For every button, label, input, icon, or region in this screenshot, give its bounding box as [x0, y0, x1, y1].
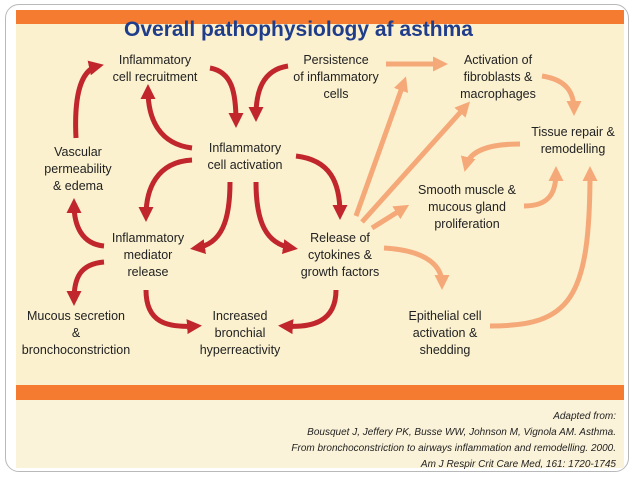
middle-accent-bar	[16, 385, 624, 400]
node-inflammatory-cell-activation: Inflammatory cell activation	[207, 141, 283, 172]
arrow-vascular-to-recruitment	[73, 60, 104, 139]
citation: Adapted from: Bousquet J, Jeffery PK, Bu…	[216, 409, 616, 473]
node-inflammatory-cell-recruitment: Inflammatory cell recruitment	[112, 53, 198, 84]
arrow-cytokines-to-persistence	[353, 76, 409, 217]
arrow-mediator-to-mucous	[66, 259, 105, 306]
node-tissue-repair: Tissue repair & remodelling	[531, 125, 615, 156]
arrow-cytokines-to-epithelial	[383, 245, 450, 290]
node-activation-of-fibroblasts: Activation of fibroblasts & macrophages	[460, 53, 536, 101]
arrow-activation-to-mediator-down	[190, 181, 233, 255]
arrow-cytokines-to-smooth-muscle	[370, 204, 410, 231]
arrow-activation-to-cytokines-down	[253, 181, 298, 255]
arrow-persistence-to-activation	[248, 63, 289, 122]
citation-panel	[16, 400, 624, 468]
arrow-epithelial-to-tissue-repair	[489, 166, 598, 329]
node-release-of-cytokines: Release of cytokines & growth factors	[300, 231, 380, 279]
citation-line-4: Am J Respir Crit Care Med, 161: 1720-174…	[420, 459, 616, 470]
arrow-activation-to-recruitment	[140, 84, 193, 151]
arrow-smooth-muscle-to-tissue-repair	[523, 166, 564, 209]
arrow-cytokines-to-fibroblasts	[360, 101, 471, 224]
arrow-mediator-to-hyperreactivity	[143, 289, 202, 335]
arrow-tissue-repair-to-smooth-muscle	[460, 141, 521, 172]
node-mucous-secretion: Mucous secretion & bronchoconstriction	[21, 309, 131, 357]
slide-title: Overall pathophysiology af asthma	[124, 18, 473, 41]
citation-line-1: Adapted from:	[553, 411, 616, 422]
arrow-activation-to-cytokines-right	[295, 153, 348, 220]
node-persistence-of-inflammatory-cells: Persistence of inflammatory cells	[293, 53, 379, 101]
top-accent-bar	[16, 10, 624, 24]
arrow-recruitment-to-activation	[209, 65, 244, 128]
citation-line-2: Bousquet J, Jeffery PK, Busse WW, Johnso…	[307, 427, 616, 438]
citation-line-3: From bronchoconstriction to airways infl…	[291, 443, 616, 454]
arrow-cytokines-to-hyperreactivity	[278, 289, 339, 335]
arrow-activation-to-mediator	[138, 157, 193, 222]
arrow-mediator-to-vascular	[66, 198, 105, 249]
arrow-fibroblasts-to-tissue-repair	[541, 73, 582, 116]
node-inflammatory-mediator-release: Inflammatory mediator release	[111, 231, 185, 279]
node-increased-bronchial-hyperreactivity: Increased bronchial hyperreactivity	[199, 309, 281, 357]
node-epithelial-cell-activation: Epithelial cell activation & shedding	[408, 309, 482, 357]
node-smooth-muscle-proliferation: Smooth muscle & mucous gland proliferati…	[418, 183, 516, 231]
node-vascular-permeability: Vascular permeability & edema	[44, 145, 112, 193]
